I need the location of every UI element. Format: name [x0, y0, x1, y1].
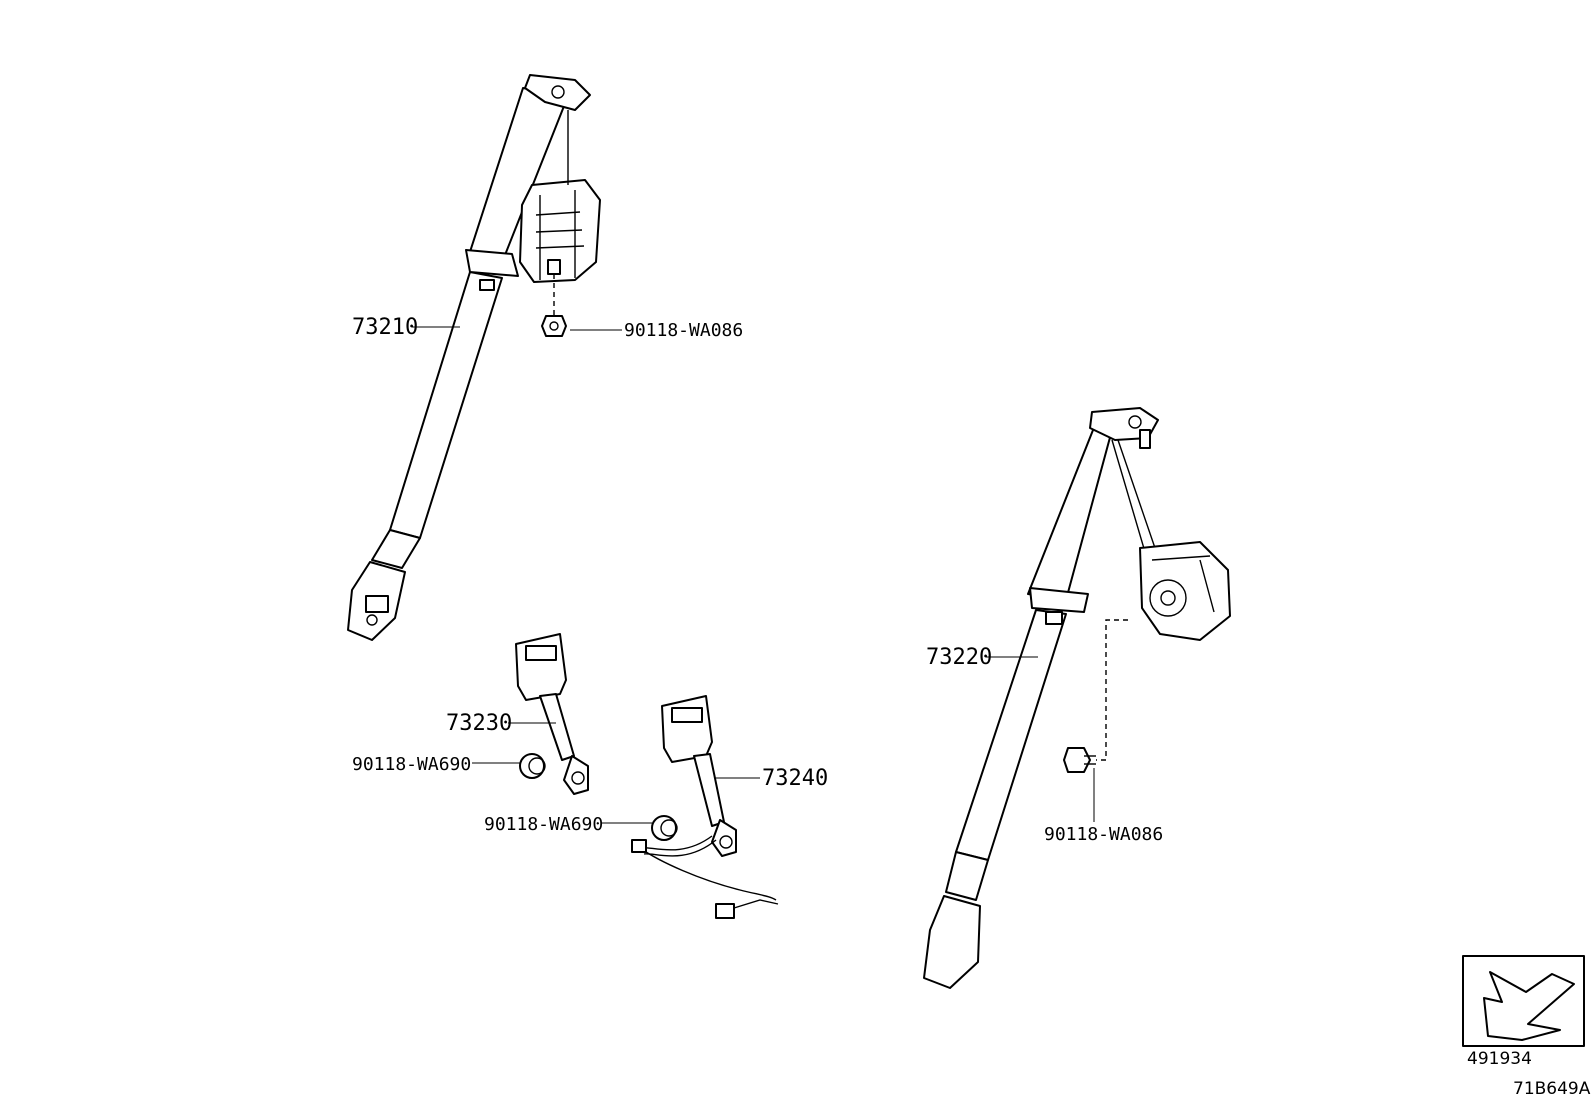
label-73240: 73240 [762, 766, 828, 791]
bolt-90118-wa690-right[interactable] [651, 815, 678, 841]
ref-number: 491934 [1467, 1049, 1532, 1069]
bolt-90118-wa086-lower[interactable] [1063, 619, 1128, 773]
seat-belt-assembly-73220[interactable] [923, 407, 1231, 989]
label-73220: 73220 [926, 645, 992, 670]
reference-box [1462, 955, 1585, 1047]
label-bolt-buckle-left: 90118-WA690 [352, 754, 471, 775]
label-73210: 73210 [352, 315, 418, 340]
bolt-90118-wa690-left[interactable] [519, 753, 546, 779]
label-bolt-lower: 90118-WA086 [1044, 824, 1163, 845]
diagram-code: 71B649A [1513, 1079, 1591, 1099]
label-73230: 73230 [446, 711, 512, 736]
seat-belt-assembly-73210[interactable] [347, 74, 601, 641]
buckle-73230[interactable] [515, 633, 589, 795]
buckle-73240[interactable] [631, 695, 779, 919]
bolt-90118-wa086-upper[interactable] [541, 274, 567, 337]
label-bolt-buckle-right: 90118-WA690 [484, 814, 603, 835]
label-bolt-upper: 90118-WA086 [624, 320, 743, 341]
front-direction-arrow-icon [1483, 971, 1575, 1041]
